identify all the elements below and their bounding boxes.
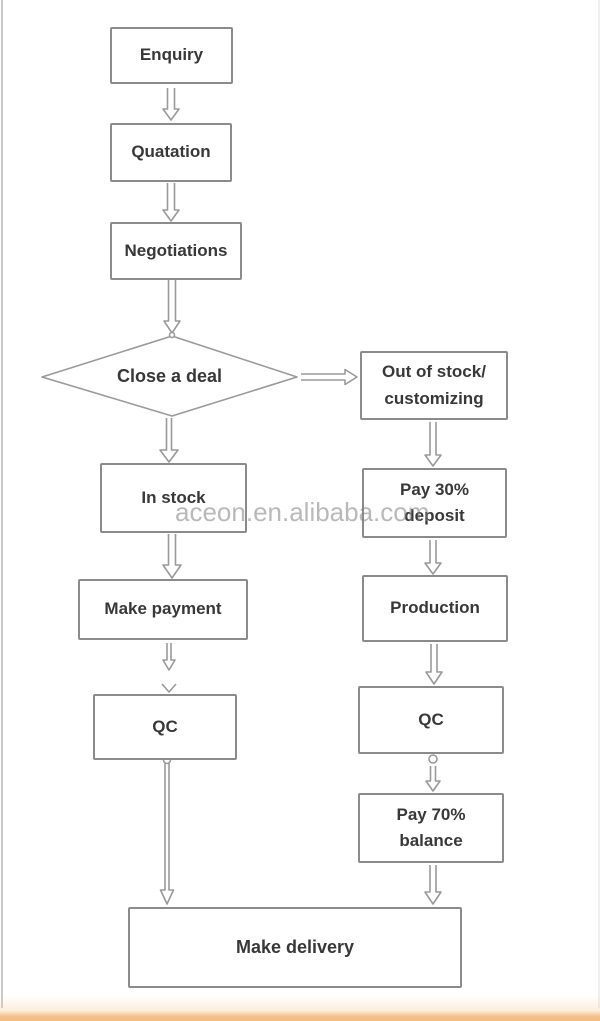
- node-enquiry: Enquiry: [110, 27, 233, 84]
- arrow-qc-to-pay-70: [425, 766, 441, 792]
- junction-dot-diamond-top: [168, 331, 176, 339]
- node-qc-right-label: QC: [418, 709, 444, 729]
- arrow-pay-70-to-make-delivery: [424, 865, 442, 905]
- node-negotiations: Negotiations: [110, 222, 242, 280]
- arrow-enquiry-to-quatation: [162, 88, 180, 121]
- node-quatation: Quatation: [110, 123, 232, 182]
- arrow-negotiations-to-decision: [163, 280, 181, 334]
- node-make-delivery: Make delivery: [128, 907, 462, 988]
- arrow-qc-to-make-delivery: [159, 763, 175, 905]
- bottom-accent-strip: [0, 995, 600, 1021]
- node-qc-right: QC: [358, 686, 504, 754]
- node-close-a-deal-label: Close a deal: [116, 365, 223, 386]
- node-make-payment: Make payment: [78, 579, 248, 640]
- node-pay-30-deposit-label: Pay 30% deposit: [400, 479, 469, 525]
- node-in-stock-label: In stock: [141, 487, 206, 507]
- arrow-production-to-qc: [425, 644, 443, 685]
- node-production: Production: [362, 575, 508, 642]
- node-out-of-stock: Out of stock/ customizing: [360, 351, 508, 420]
- node-pay-70-balance: Pay 70% balance: [358, 793, 504, 863]
- arrow-in-stock-to-make-payment: [162, 534, 182, 579]
- arrow-decision-to-out-of-stock: [301, 368, 358, 386]
- arrow-quatation-to-negotiations: [162, 183, 180, 222]
- left-edge-line: [1, 0, 3, 1008]
- node-make-delivery-label: Make delivery: [235, 936, 355, 957]
- node-enquiry-label: Enquiry: [139, 45, 204, 65]
- node-qc-left-label: QC: [152, 716, 178, 736]
- node-close-a-deal: Close a deal: [42, 336, 297, 416]
- node-in-stock: In stock: [100, 463, 247, 533]
- node-pay-70-balance-label: Pay 70% balance: [396, 804, 466, 850]
- node-make-payment-label: Make payment: [104, 599, 222, 619]
- arrow-pay-30-to-production: [424, 540, 442, 575]
- node-quatation-label: Quatation: [131, 142, 211, 162]
- right-edge-line: [598, 0, 600, 1008]
- arrow-decision-to-in-stock: [159, 418, 179, 463]
- arrow-out-of-stock-to-pay-30: [424, 422, 442, 467]
- node-production-label: Production: [390, 598, 480, 618]
- node-qc-left: QC: [93, 694, 237, 760]
- arrowhead-into-qc-left: [161, 683, 177, 693]
- node-out-of-stock-label: Out of stock/ customizing: [382, 362, 486, 408]
- junction-dot-qc-right-bottom: [428, 754, 438, 764]
- node-negotiations-label: Negotiations: [124, 240, 228, 260]
- decision-diamond-shape: [41, 335, 298, 417]
- node-pay-30-deposit: Pay 30% deposit: [362, 468, 507, 538]
- arrow-make-payment-to-qc: [162, 643, 176, 671]
